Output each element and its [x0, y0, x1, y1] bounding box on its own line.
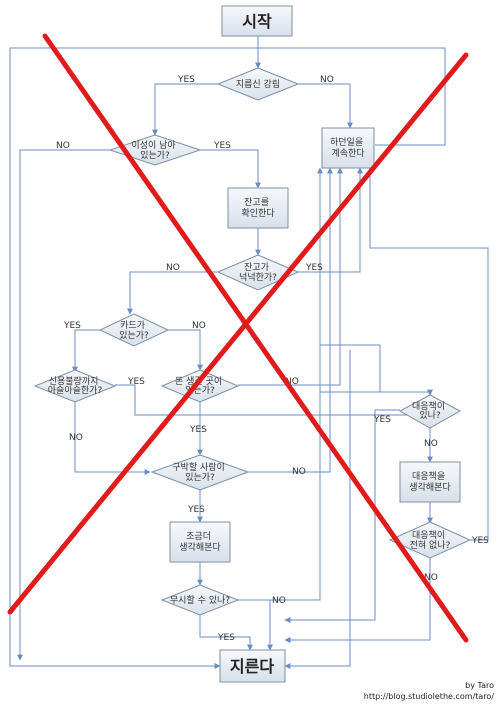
- connector: [9, 48, 221, 669]
- connector: [284, 558, 431, 643]
- connector: [200, 149, 261, 189]
- svg-text:구박할 사람이 있는가?: 구박할 사람이 있는가?: [172, 461, 227, 483]
- ignore-decision: 무시할 수 있나?: [160, 584, 240, 616]
- edge-yes: YES: [63, 321, 81, 331]
- counter-label-2: 있나?: [419, 409, 441, 421]
- someone-decision: 구박할 사람이 있는가?: [150, 454, 250, 491]
- edge-yes: YES: [127, 377, 145, 387]
- edge-no: NO: [56, 141, 70, 151]
- someone-label-2: 있는가?: [185, 471, 215, 483]
- edge-no: NO: [292, 467, 306, 477]
- card-label-2: 있는가?: [119, 329, 149, 341]
- connector: [320, 344, 381, 392]
- svg-text:대응책을 생각해본다: 대응책을 생각해본다: [409, 470, 451, 493]
- connector: [127, 271, 218, 315]
- counter-label-1: 대응책이: [412, 400, 445, 412]
- edge-yes: YES: [305, 263, 323, 273]
- connector: [248, 167, 333, 473]
- credit-author: by Taro: [465, 681, 494, 690]
- no-counter-decision: 대응책이 전혀 없나?: [388, 521, 472, 559]
- edge-yes: YES: [177, 75, 195, 85]
- connector: [238, 167, 323, 601]
- think-more-node: 조금더 생각해본다: [169, 521, 231, 563]
- edge-yes: YES: [189, 425, 207, 435]
- think-more-label-2: 생각해본다: [179, 541, 221, 553]
- balance-enough-decision: 잔고가 넉넉한가?: [216, 254, 300, 291]
- connector: [10, 47, 446, 146]
- credit-decision: 신용불량까지 아슬아슬한가?: [33, 369, 117, 403]
- money-elsewhere-decision: 돈 생길 곳이 있는가?: [160, 369, 240, 403]
- continue-label-1: 하던일을: [330, 137, 363, 148]
- connector: [168, 329, 203, 371]
- start-node: 시작: [221, 5, 293, 37]
- connector: [367, 167, 489, 541]
- card-decision: 카드가 있는가?: [98, 313, 170, 347]
- svg-text:잔고가 넉넉한가?: 잔고가 넉넉한가?: [239, 262, 277, 283]
- no-counter-label-2: 전혀 없나?: [410, 540, 451, 551]
- edge-yes: YES: [213, 141, 231, 151]
- lust-label: 지름신 강림: [236, 78, 280, 90]
- connector: [298, 83, 353, 129]
- svg-text:하던일을 계속한다: 하던일을 계속한다: [330, 137, 366, 159]
- think-counter-label-1: 대응책을: [412, 470, 445, 482]
- balance-check-label-1: 잔고를: [244, 197, 269, 208]
- svg-text:대응책이 있나?: 대응책이 있나?: [412, 400, 448, 421]
- someone-label-1: 구박할 사람이: [172, 461, 225, 473]
- buy-node: 지른다: [219, 649, 286, 683]
- countermeasure-decision: 대응책이 있나?: [398, 394, 462, 429]
- edge-no: NO: [166, 263, 180, 273]
- balance-check-label-2: 확인한다: [241, 207, 275, 219]
- connector: [17, 149, 110, 661]
- ignore-label: 무시할 수 있나?: [170, 594, 230, 606]
- edge-no: NO: [285, 377, 299, 387]
- buy-label: 지른다: [230, 657, 274, 676]
- dating-label-1: 이성이 남아: [131, 140, 176, 151]
- edge-no: NO: [424, 439, 438, 449]
- card-label-1: 카드가: [120, 320, 145, 331]
- cross-out-mark: [7, 33, 469, 643]
- connector: [199, 615, 253, 651]
- think-more-label-1: 조금더: [186, 531, 211, 542]
- connector: [320, 389, 433, 396]
- continue-label-2: 계속한다: [331, 147, 365, 159]
- edge-no: NO: [69, 433, 83, 443]
- connector: [284, 409, 400, 623]
- svg-text:잔고를 확인한다: 잔고를 확인한다: [241, 197, 275, 219]
- dating-label-2: 있는가?: [140, 149, 170, 161]
- edge-yes: YES: [217, 633, 235, 643]
- enough-label-2: 넉넉한가?: [239, 272, 277, 283]
- start-label: 시작: [242, 12, 272, 31]
- credit-label-2: 아슬아슬한가?: [48, 385, 103, 396]
- no-counter-label-1: 대응책이: [412, 529, 445, 541]
- edge-labels: YES NO NO YES NO YES YES NO YES NO NO YE…: [56, 75, 489, 643]
- connector: [115, 384, 430, 416]
- svg-text:신용불량까지 아슬아슬한가?: 신용불량까지 아슬아슬한가?: [48, 375, 103, 396]
- think-counter-label-2: 생각해본다: [409, 481, 451, 493]
- edge-yes: YES: [373, 415, 391, 425]
- enough-label-1: 잔고가: [244, 262, 269, 273]
- balance-check-node: 잔고를 확인한다: [227, 187, 289, 229]
- edge-yes: YES: [187, 505, 205, 515]
- edge-no: NO: [320, 75, 334, 85]
- continue-work-node: 하던일을 계속한다: [321, 127, 375, 169]
- svg-text:이성이 남아 있는가?: 이성이 남아 있는가?: [131, 140, 178, 161]
- connector: [298, 167, 363, 273]
- edge-no: NO: [272, 596, 286, 606]
- connector: [72, 329, 100, 373]
- credit-label-1: 신용불량까지: [49, 375, 99, 387]
- svg-text:카드가 있는가?: 카드가 있는가?: [119, 320, 149, 341]
- lust-decision: 지름신 강림: [216, 67, 300, 101]
- connector: [152, 83, 218, 136]
- connector: [74, 402, 151, 475]
- think-counter-node: 대응책을 생각해본다: [399, 461, 461, 503]
- edge-yes: YES: [471, 536, 489, 546]
- credit-url: http://blog.studiolethe.com/taro/: [364, 692, 495, 701]
- svg-text:조금더 생각해본다: 조금더 생각해본다: [179, 531, 221, 553]
- svg-text:대응책이 전혀 없나?: 대응책이 전혀 없나?: [410, 529, 451, 551]
- connector: [284, 350, 351, 669]
- edge-no: NO: [192, 321, 206, 331]
- edge-no: NO: [424, 573, 438, 583]
- connector: [238, 167, 343, 386]
